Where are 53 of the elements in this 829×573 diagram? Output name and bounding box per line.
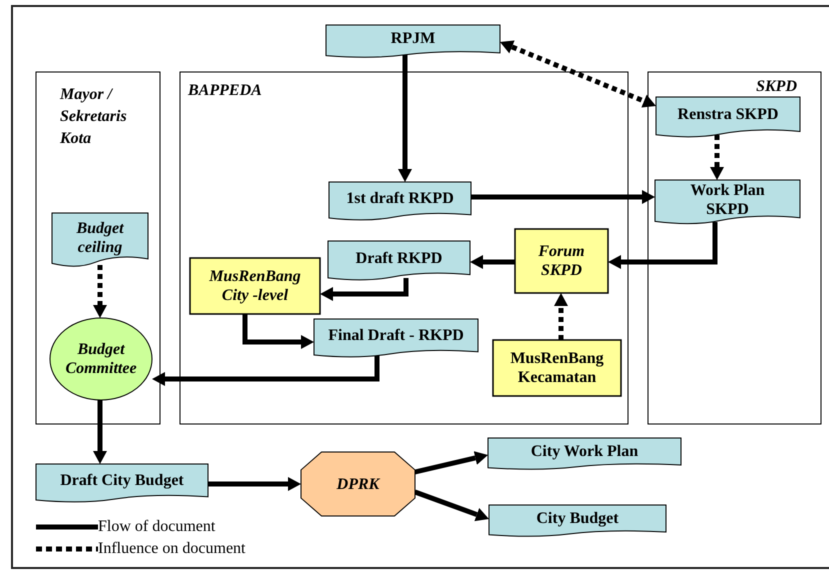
document-shape xyxy=(329,182,471,222)
document-shape xyxy=(488,438,681,471)
document-shape xyxy=(326,25,500,59)
lane-heading: BAPPEDA xyxy=(188,81,262,101)
arrow xyxy=(471,190,655,204)
node-label: Draft City Budget xyxy=(59,471,185,490)
node-label: 1st draft RKPD xyxy=(345,189,455,208)
swimlane-panel xyxy=(180,72,628,424)
node-label: Work Plan SKPD xyxy=(689,180,766,218)
document-shape xyxy=(328,241,470,282)
arrow xyxy=(414,490,489,522)
node-label: Draft RKPD xyxy=(354,248,444,268)
lane-heading: Mayor / Sekretaris Kota xyxy=(60,85,128,149)
document-shape xyxy=(52,213,148,269)
lane-heading: SKPD xyxy=(756,77,797,97)
swimlane-panel xyxy=(648,72,821,424)
arrow xyxy=(554,293,568,340)
node-label: MusRenBang City -level xyxy=(208,267,302,305)
document-shape xyxy=(314,319,478,359)
arrow xyxy=(208,477,301,491)
arrow xyxy=(152,355,380,386)
swimlane-panel xyxy=(36,72,160,424)
node-label: Forum SKPD xyxy=(537,242,586,280)
process-box xyxy=(493,340,621,396)
node-label: DPRK xyxy=(336,474,382,494)
ellipse-node xyxy=(50,318,152,400)
legend-text: Influence on document xyxy=(98,539,246,559)
process-box xyxy=(515,229,608,293)
arrow xyxy=(470,255,515,269)
arrow xyxy=(398,55,412,182)
arrow xyxy=(93,265,107,318)
document-shape xyxy=(655,180,800,226)
arrow xyxy=(414,451,488,474)
octagon-node xyxy=(301,452,415,516)
node-label: Budget Committee xyxy=(64,340,138,378)
node-label: Renstra SKPD xyxy=(676,105,780,124)
node-label: Budget ceiling xyxy=(75,218,125,256)
legend-text: Flow of document xyxy=(98,517,216,537)
arrow xyxy=(93,400,107,464)
document-shape xyxy=(489,505,666,538)
process-box xyxy=(190,258,320,314)
node-label: MusRenBang Kecamatan xyxy=(509,349,605,387)
arrow xyxy=(608,222,718,269)
document-shape xyxy=(36,464,208,504)
arrow xyxy=(500,40,656,108)
arrow xyxy=(320,278,408,301)
arrow xyxy=(710,135,724,180)
arrow xyxy=(242,314,314,349)
node-label: Final Draft - RKPD xyxy=(327,326,465,345)
node-label: City Budget xyxy=(535,508,620,528)
node-label: City Work Plan xyxy=(530,442,640,460)
document-shape xyxy=(656,97,800,139)
node-label: RPJM xyxy=(390,29,436,48)
